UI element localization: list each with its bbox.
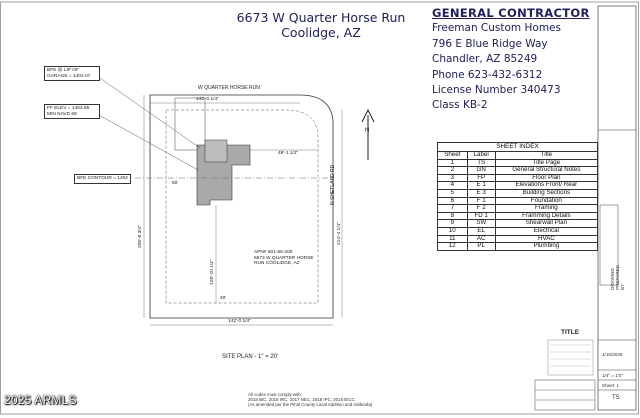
contractor-block: GENERAL CONTRACTOR Freeman Custom Homes …	[432, 6, 602, 114]
cell: EL	[466, 226, 496, 236]
dim-top: 142'-0 1/4"	[196, 97, 219, 102]
title-block-sheet-label: TS	[612, 395, 620, 401]
cell: 12	[437, 242, 468, 251]
contractor-phone: Phone 623-432-6312	[432, 68, 543, 81]
dim-right: 214'-4 1/4"	[337, 222, 342, 245]
note-line-1: All codes must comply with:	[248, 392, 302, 397]
driveway	[174, 97, 206, 151]
table-header-row: Sheet Label Title	[437, 151, 599, 160]
title-tag: TITLE	[561, 329, 580, 336]
title-block-date: 4/16/2025	[602, 352, 623, 357]
parcel-address: 6673 W QUARTER HORSE RUN COOLIDGE, AZ	[254, 256, 314, 267]
title-block-sheet: Sheet: 1	[602, 383, 620, 388]
cell: Building Sections	[494, 188, 599, 198]
dim-bottom: 142'-0 1/4"	[228, 319, 251, 324]
cell: PL	[466, 242, 496, 251]
street-label: W QUARTER HORSE RUN	[198, 85, 260, 91]
column-header: Sheet	[437, 151, 468, 160]
project-address: 6673 W Quarter Horse Run Coolidge, AZ	[236, 10, 406, 40]
garage	[204, 139, 228, 163]
column-header: Label	[466, 151, 496, 160]
title-block-scale: 1/4" = 1'0"	[602, 373, 623, 378]
parcel-apn: APN# 501-55-200	[254, 250, 293, 255]
contractor-city: Chandler, AZ 85249	[432, 53, 538, 66]
cell: 10	[437, 226, 468, 236]
note-line-3: (As amended per the Pinal County Local A…	[248, 402, 373, 408]
cell: 5	[437, 188, 468, 198]
code-notes: All codes must comply with: 2018 IBC, 20…	[248, 392, 372, 408]
lot-boundary	[149, 94, 334, 319]
address-line-2: Coolidge, AZ	[281, 25, 361, 40]
dim-left: 205'-8 3/4"	[138, 225, 143, 248]
note-line-2: 2018 IBC, 2018 IRC, 2017 NEC, 2018 IPC, …	[248, 397, 355, 403]
cell: Electrical	[494, 226, 599, 236]
site-plan-caption: SITE PLAN - 1" = 20'	[222, 354, 279, 360]
stamp-box	[534, 379, 596, 411]
contractor-company: Freeman Custom Homes	[432, 22, 561, 35]
dim-inner-1: 49'-1 1/2"	[278, 151, 299, 156]
side-street-label: N SHETLAND RD	[330, 164, 336, 205]
contractor-street: 796 E Blue Ridge Way	[432, 37, 548, 50]
dim-inner-2: 128'-10 1/4"	[210, 259, 215, 285]
title-block-frame	[597, 5, 637, 411]
dim-rear: 40'	[220, 296, 227, 301]
contractor-class: Class KB-2	[432, 99, 488, 112]
contractor-license: License Number 340473	[432, 84, 561, 97]
title-graphic	[547, 339, 594, 376]
dim-side: 50'	[172, 181, 179, 186]
cell: Plumbing	[494, 242, 599, 251]
sheet-index-caption: SHEET INDEX	[437, 142, 598, 151]
bfe-garage-label: BFE @ LIP OF GARAGE = 1402.07	[44, 66, 100, 82]
north-label: N	[365, 128, 370, 134]
column-header: Title	[494, 151, 599, 160]
setback-line	[165, 109, 319, 304]
bfe-contour-label: BFE CONTOUR = 1402	[74, 174, 131, 184]
address-line-1: 6673 W Quarter Horse Run	[236, 10, 406, 25]
contractor-heading: GENERAL CONTRACTOR	[432, 6, 590, 20]
cell: E 3	[466, 188, 496, 198]
watermark: 2025 ARMLS	[4, 393, 77, 407]
ff-elev-label: FF ELEV = 1403.85 MIN NAVD 88	[44, 104, 100, 120]
title-block-vertical-text: DRAWING PREPARED BY	[610, 265, 625, 290]
